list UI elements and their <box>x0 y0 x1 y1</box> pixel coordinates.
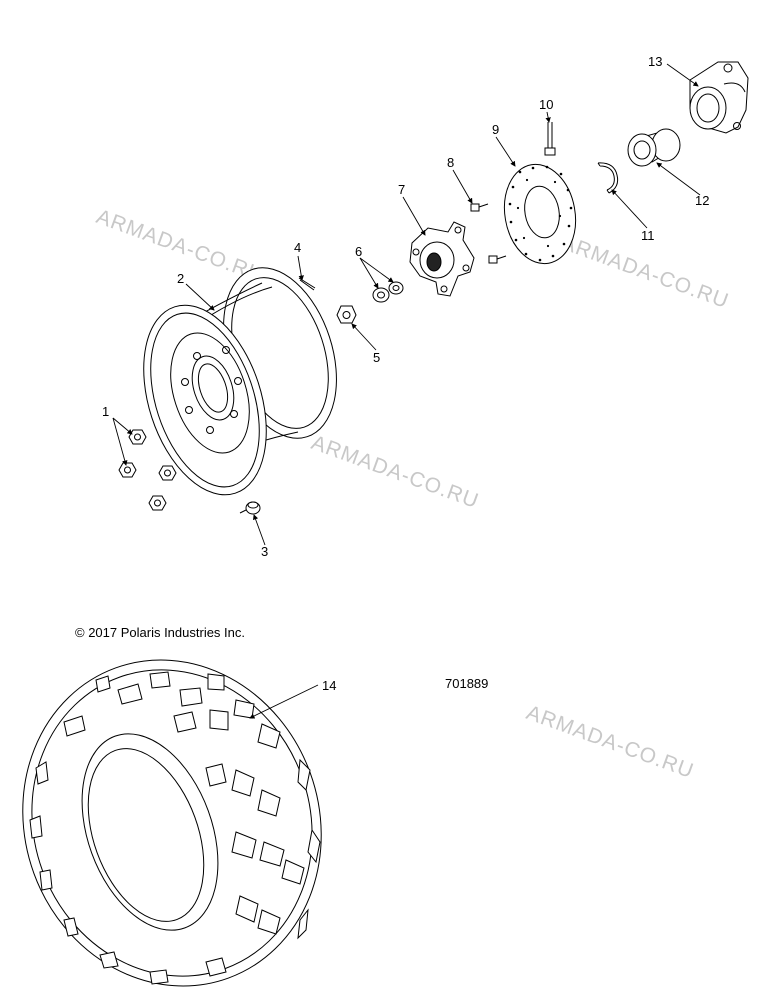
snap-ring <box>597 162 619 194</box>
callouts: 1 2 3 4 5 6 7 8 9 10 11 12 13 14 <box>102 54 709 693</box>
valve-stem <box>239 501 261 515</box>
copyright-text: © 2017 Polaris Industries Inc. <box>75 625 245 640</box>
hub-bolts <box>470 203 507 264</box>
callout-9: 9 <box>492 122 499 137</box>
callout-5: 5 <box>373 350 380 365</box>
callout-3: 3 <box>261 544 268 559</box>
callout-6: 6 <box>355 244 362 259</box>
tire <box>22 659 322 987</box>
callout-2: 2 <box>177 271 184 286</box>
wheel-rim <box>143 267 337 496</box>
callout-11: 11 <box>641 228 655 243</box>
diagram-number: 701889 <box>445 676 488 691</box>
washers <box>372 281 404 303</box>
callout-8: 8 <box>447 155 454 170</box>
knuckle <box>689 61 749 134</box>
watermark: ARMADA-CO.RU <box>558 231 732 313</box>
disc-bolt <box>544 122 556 156</box>
brake-disc <box>503 163 577 265</box>
callout-7: 7 <box>398 182 405 197</box>
castle-nut <box>336 305 357 324</box>
bearing <box>627 128 681 167</box>
leader-lines <box>112 63 701 719</box>
hub <box>409 221 475 297</box>
callout-10: 10 <box>539 97 553 112</box>
watermark: ARMADA-CO.RU <box>523 701 697 783</box>
callout-13: 13 <box>648 54 662 69</box>
watermark: ARMADA-CO.RU <box>308 431 482 513</box>
callout-12: 12 <box>695 193 709 208</box>
lug-nuts <box>118 429 177 511</box>
callout-14: 14 <box>322 678 336 693</box>
callout-4: 4 <box>294 240 301 255</box>
callout-1: 1 <box>102 404 109 419</box>
